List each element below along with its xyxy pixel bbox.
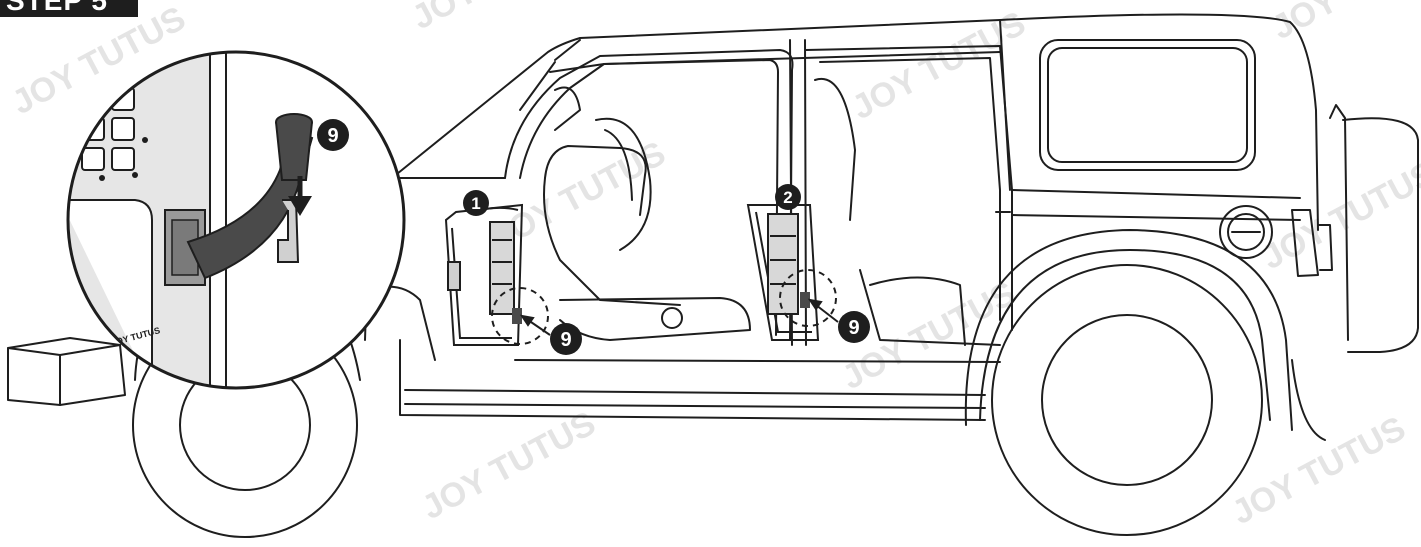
- callout-label: 9: [327, 125, 338, 147]
- leader-lines: [519, 298, 839, 336]
- rear-step-bar: [746, 204, 820, 341]
- callout-label: 9: [560, 329, 571, 351]
- step-label-text: STEP 5: [6, 0, 108, 16]
- detail-marker-rear: [779, 269, 837, 327]
- watermark: JOY TUTUS: [1256, 154, 1421, 277]
- zoom-detail-view: JOY TUTUS: [66, 50, 406, 390]
- callout-part-9-zoom: 9: [317, 119, 349, 151]
- callout-part-1: 1: [463, 190, 489, 216]
- vehicle-outline: [7, 13, 1419, 538]
- callout-part-9-front: 9: [550, 323, 582, 355]
- watermark: JOY TUTUS: [1226, 409, 1412, 532]
- step-label: STEP 5: [0, 0, 138, 17]
- watermark: JOY TUTUS: [1266, 0, 1421, 47]
- callout-part-2: 2: [775, 184, 801, 210]
- detail-marker-front: [491, 287, 549, 345]
- callout-label: 2: [783, 188, 792, 207]
- callout-label: 9: [848, 317, 859, 339]
- callout-part-9-rear: 9: [838, 311, 870, 343]
- callout-label: 1: [471, 194, 480, 213]
- front-step-bar: [444, 203, 524, 346]
- watermark: JOY TUTUS: [416, 404, 602, 527]
- watermark: JOY TUTUS: [406, 0, 592, 37]
